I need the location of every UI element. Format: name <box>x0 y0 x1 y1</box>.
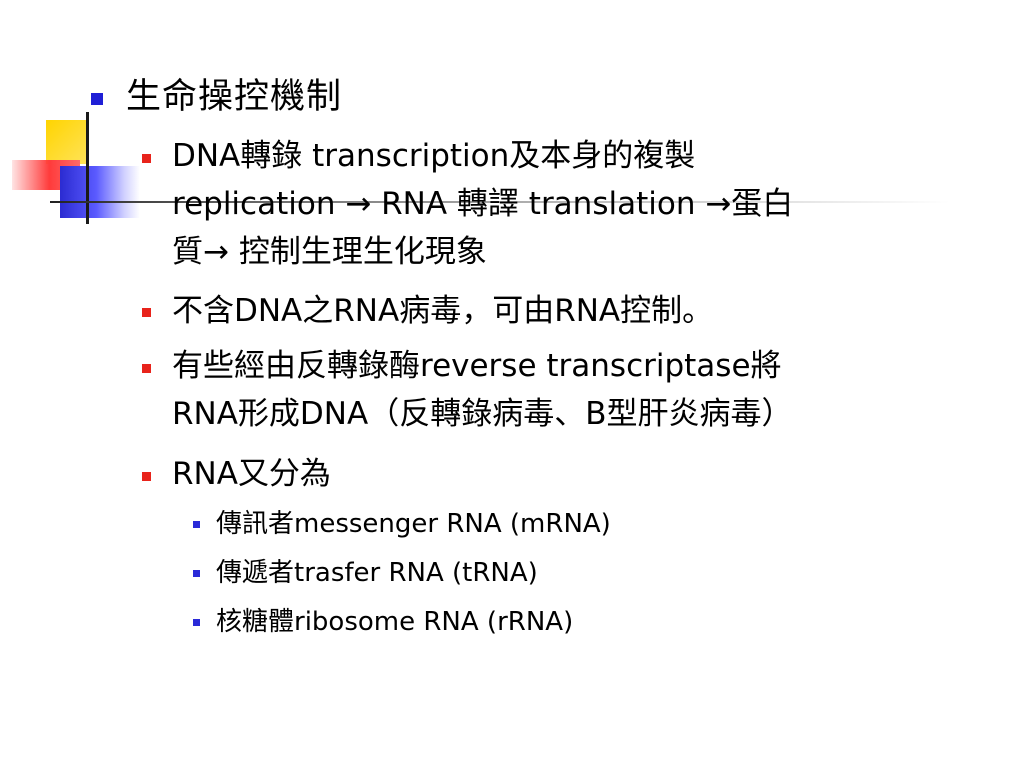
bullet-icon <box>142 308 151 317</box>
sub-bullet-mrna: 傳訊者messenger RNA (mRNA) <box>216 509 611 539</box>
bullet-1-line-1: DNA轉錄 transcription及本身的複製 <box>172 138 696 174</box>
vertical-divider-line <box>86 112 89 224</box>
bullet-4-line-1: RNA又分為 <box>172 456 331 492</box>
bullet-3-line-1: 有些經由反轉錄酶reverse transcriptase將 <box>172 348 782 384</box>
blue-square-decoration <box>60 166 140 218</box>
sub-bullet-trna: 傳遞者trasfer RNA (tRNA) <box>216 558 538 588</box>
bullet-3-line-2: RNA形成DNA（反轉錄病毒、B型肝炎病毒） <box>172 396 793 432</box>
horizontal-divider-line <box>50 201 950 203</box>
bullet-icon <box>142 364 151 373</box>
sub-bullet-rrna: 核糖體ribosome RNA (rRNA) <box>216 607 574 637</box>
bullet-icon <box>142 472 151 481</box>
sub-bullet-icon <box>193 521 200 528</box>
decorative-squares <box>0 0 200 240</box>
slide-title: 生命操控機制 <box>126 77 343 117</box>
sub-bullet-icon <box>193 570 200 577</box>
bullet-2-line-1: 不含DNA之RNA病毒，可由RNA控制。 <box>172 293 714 329</box>
sub-bullet-icon <box>193 619 200 626</box>
bullet-icon <box>142 154 151 163</box>
yellow-square-decoration <box>46 120 88 164</box>
title-bullet-icon <box>91 93 103 105</box>
bullet-1-line-3: 質→ 控制生理生化現象 <box>172 234 487 270</box>
bullet-1-line-2: replication → RNA 轉譯 translation →蛋白 <box>172 186 794 222</box>
